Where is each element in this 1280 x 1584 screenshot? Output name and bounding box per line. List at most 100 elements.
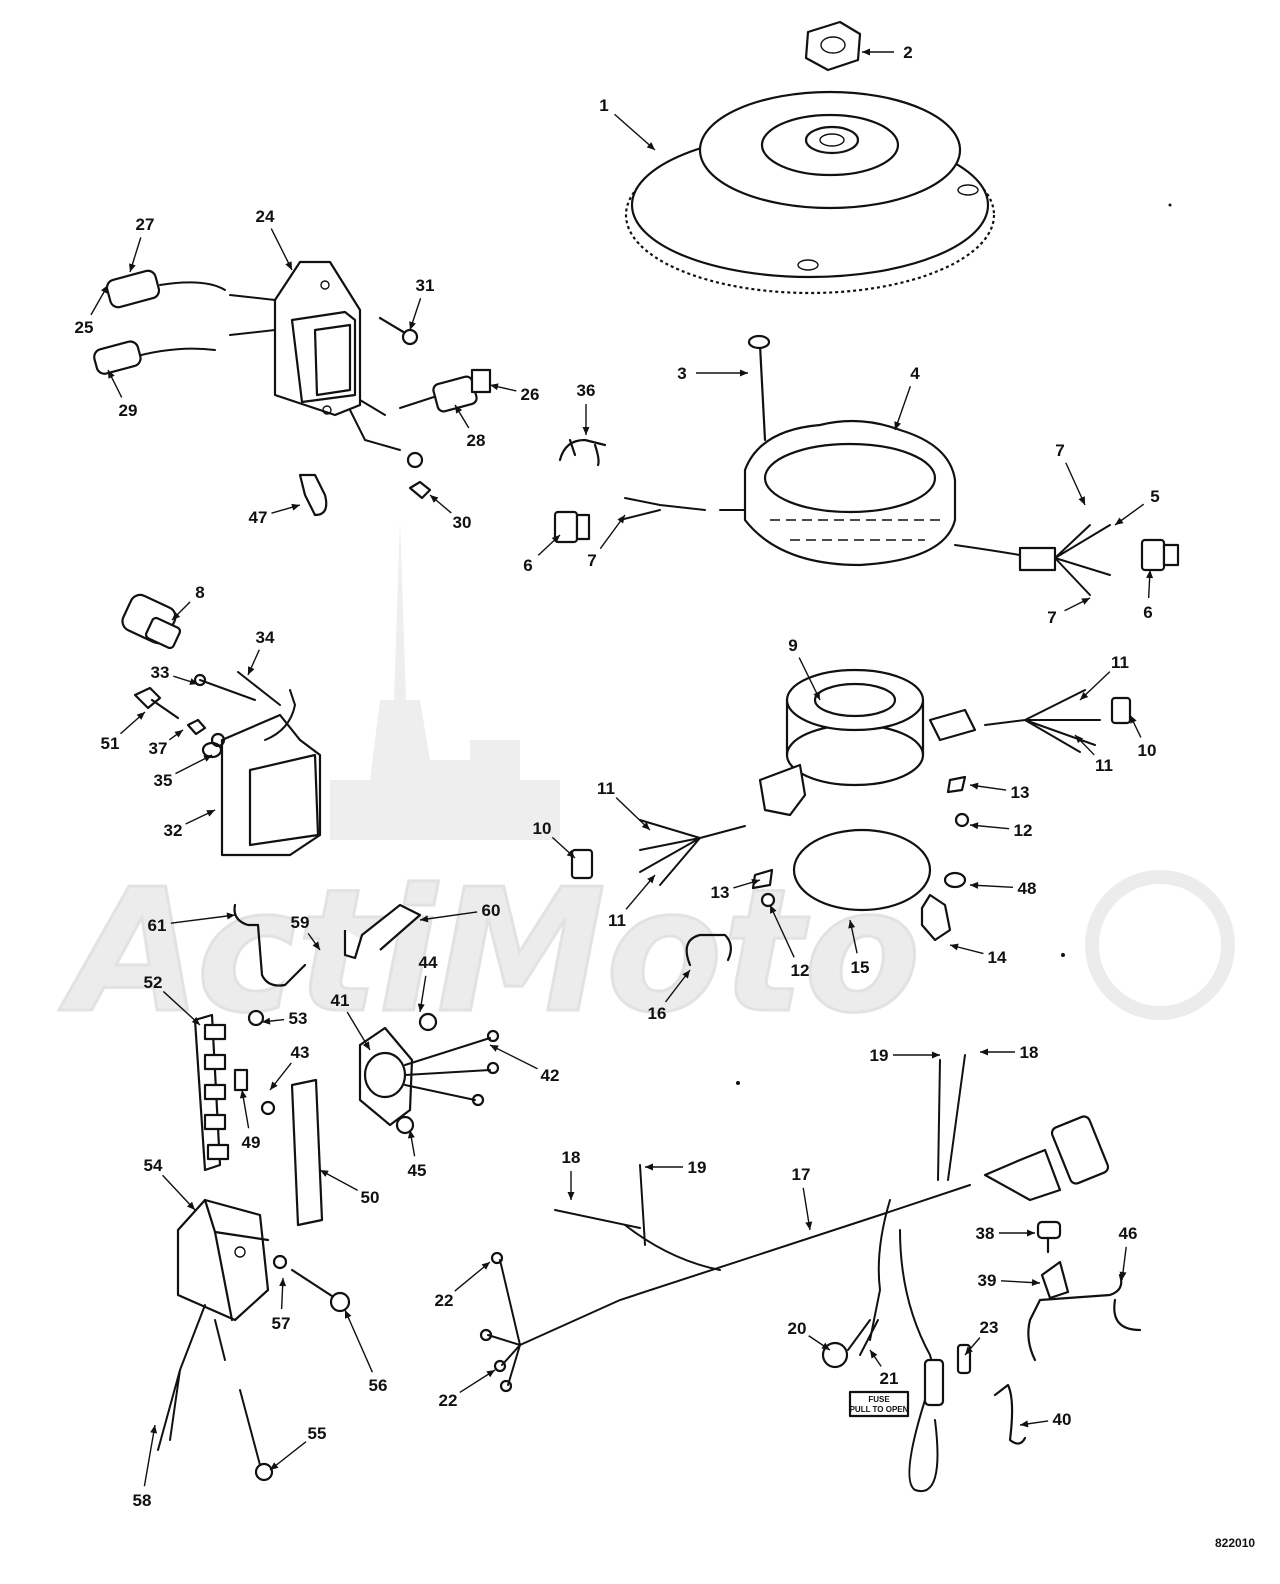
leader-arrowhead (551, 535, 560, 544)
callout-label: 51 (101, 734, 120, 753)
leader-arrowhead (455, 405, 463, 414)
callout-label: 22 (435, 1291, 454, 1310)
callout-c52: 52 (144, 973, 201, 1026)
connector-part (432, 368, 492, 413)
leader-line (162, 990, 201, 1026)
fuse-tag: FUSE PULL TO OPEN (848, 1390, 910, 1418)
callout-c18a: 18 (980, 1043, 1038, 1062)
clamp-part (298, 473, 328, 517)
leader-arrowhead (647, 875, 655, 884)
terminal-block-part (193, 1013, 230, 1172)
callout-label: 38 (976, 1224, 995, 1243)
callout-c3: 3 (677, 364, 748, 383)
retaining-ring-part (792, 828, 932, 912)
leader-arrowhead (821, 1342, 830, 1350)
leader-arrowhead (239, 1090, 247, 1099)
leader-arrowhead (645, 1163, 653, 1171)
callout-c20: 20 (788, 1319, 831, 1351)
callout-label: 32 (164, 821, 183, 840)
callout-c18b: 18 (562, 1148, 581, 1200)
leader-arrowhead (407, 1130, 415, 1139)
callout-label: 19 (688, 1158, 707, 1177)
screw-part (260, 1100, 276, 1116)
screw-part (133, 686, 180, 720)
callout-c4: 4 (894, 364, 920, 431)
nut-part (408, 480, 432, 500)
connector-part (570, 696, 1132, 880)
leader-arrowhead (189, 678, 198, 685)
callout-label: 18 (562, 1148, 581, 1167)
screw-part (247, 1009, 265, 1027)
callout-c57: 57 (272, 1277, 291, 1333)
leader-arrowhead (582, 427, 590, 435)
callout-c11b: 11 (1074, 734, 1113, 775)
callout-c12a: 12 (969, 821, 1032, 840)
callout-c29: 29 (107, 369, 137, 420)
leader-arrowhead (191, 1017, 200, 1025)
callout-c43: 43 (269, 1043, 309, 1091)
callout-label: 23 (980, 1318, 999, 1337)
callout-c24: 24 (256, 207, 293, 271)
clamp-part (1040, 1260, 1070, 1300)
leader-line (419, 911, 478, 921)
callout-label: 17 (792, 1165, 811, 1184)
callout-c14: 14 (949, 943, 1007, 967)
callout-c36: 36 (577, 381, 596, 435)
leader-arrowhead (870, 1350, 878, 1359)
leader-arrowhead (950, 943, 959, 951)
leader-arrowhead (566, 850, 575, 858)
leader-arrowhead (682, 970, 690, 979)
stray-mark (1168, 203, 1172, 207)
callout-c25: 25 (75, 284, 109, 337)
leader-arrowhead (279, 1278, 287, 1287)
leader-arrowhead (486, 1370, 495, 1378)
power-pack-part (273, 260, 362, 417)
callout-label: 42 (541, 1066, 560, 1085)
callout-label: 6 (523, 556, 532, 575)
leader-line (170, 914, 236, 924)
callout-c8: 8 (171, 583, 205, 621)
callout-label: 35 (154, 771, 173, 790)
leader-arrowhead (1075, 735, 1084, 744)
callout-c7b: 7 (1055, 441, 1086, 506)
callout-label: 27 (136, 215, 155, 234)
callout-label: 12 (791, 961, 810, 980)
callout-label: 11 (1095, 756, 1113, 775)
clip-part (993, 1383, 1027, 1445)
callout-label: 57 (272, 1314, 291, 1333)
callout-label: 22 (439, 1391, 458, 1410)
callout-c39: 39 (978, 1271, 1041, 1290)
callout-c37: 37 (149, 729, 184, 758)
callout-c56: 56 (344, 1309, 387, 1395)
leader-arrowhead (285, 261, 292, 270)
leader-arrowhead (646, 142, 655, 150)
callout-c5: 5 (1114, 487, 1160, 526)
callout-label: 13 (711, 883, 730, 902)
leader-arrowhead (970, 822, 979, 830)
connector-part (121, 593, 182, 650)
callout-label: 54 (144, 1156, 163, 1175)
callout-label: 3 (677, 364, 686, 383)
callout-label: 28 (467, 431, 486, 450)
callout-label: 45 (408, 1161, 427, 1180)
rectifier-part (157, 1198, 274, 1482)
callout-label: 36 (577, 381, 596, 400)
callout-label: 25 (75, 318, 94, 337)
callout-c31: 31 (409, 276, 435, 331)
leader-arrowhead (1080, 691, 1089, 700)
callout-c61: 61 (148, 912, 236, 935)
callout-label: 31 (416, 276, 435, 295)
callout-label: 2 (903, 43, 912, 62)
leader-arrowhead (270, 1462, 279, 1470)
bracket-part (1027, 1273, 1142, 1362)
callout-c11a: 11 (1079, 653, 1129, 701)
callout-label: 47 (249, 508, 268, 527)
leader-line (614, 113, 656, 151)
stator-part (743, 419, 957, 567)
callout-c6a: 6 (523, 534, 561, 575)
callout-c27: 27 (129, 215, 155, 273)
callout-label: 58 (133, 1491, 152, 1510)
callout-c46: 46 (1119, 1224, 1137, 1281)
leader-arrowhead (174, 730, 183, 738)
